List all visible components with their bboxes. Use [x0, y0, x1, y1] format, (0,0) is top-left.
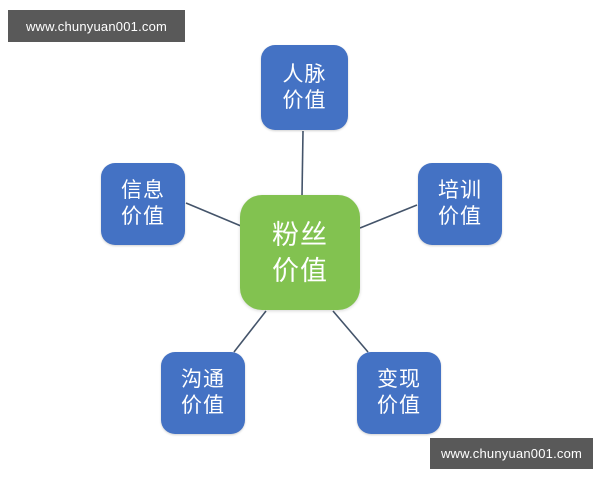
connector-hub-to-bottomright	[332, 310, 369, 353]
connector-hub-to-left	[185, 202, 242, 227]
connector-hub-to-top	[301, 130, 304, 197]
satellite-node-label-line2: 价值	[282, 88, 327, 112]
watermark-bottom-text: www.chunyuan001.com	[440, 446, 583, 461]
satellite-node-label-line1: 变现	[377, 368, 421, 391]
watermark-top-text: www.chunyuan001.com	[25, 18, 168, 34]
satellite-node-label-line2: 价值	[377, 394, 421, 417]
satellite-node-label-line2: 价值	[181, 394, 225, 417]
satellite-node-monetization-value[interactable]: 变现 价值	[357, 352, 441, 434]
satellite-node-label-line2: 价值	[438, 205, 482, 228]
satellite-node-communication-value[interactable]: 沟通 价值	[161, 352, 245, 434]
connector-hub-to-right	[359, 204, 418, 229]
satellite-node-label-line1: 沟通	[181, 368, 225, 391]
connector-hub-to-bottomleft	[233, 310, 267, 353]
satellite-node-information-value[interactable]: 信息 价值	[101, 163, 185, 245]
satellite-node-label-line2: 价值	[121, 205, 165, 228]
watermark-top: www.chunyuan001.com	[8, 10, 185, 42]
hub-node-label-line1: 粉丝	[272, 219, 328, 250]
satellite-node-label-line1: 人脉	[282, 62, 327, 86]
satellite-node-training-value[interactable]: 培训 价值	[418, 163, 502, 245]
watermark-bottom: www.chunyuan001.com	[430, 438, 593, 469]
satellite-node-label-line1: 信息	[121, 179, 165, 202]
satellite-node-label-line1: 培训	[438, 179, 482, 202]
hub-node-label-line2: 价值	[272, 255, 328, 286]
satellite-node-network-value[interactable]: 人脉 价值	[261, 45, 348, 130]
hub-node-fan-value[interactable]: 粉丝 价值	[240, 195, 360, 310]
